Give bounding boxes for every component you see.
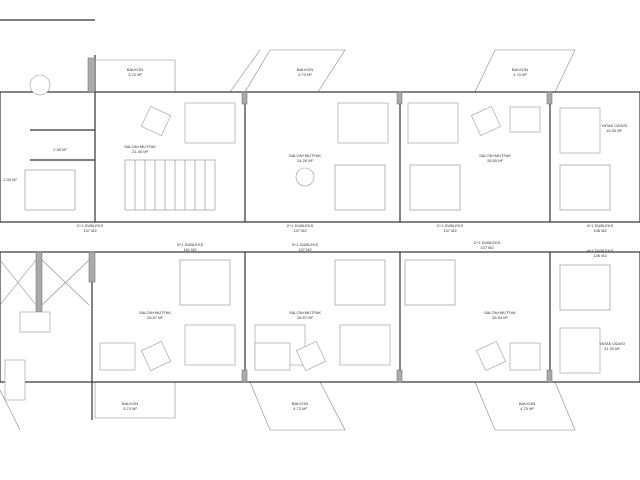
balcony-edge xyxy=(229,49,261,93)
dining-table xyxy=(99,342,136,371)
sofa xyxy=(337,102,389,144)
armchair xyxy=(140,340,172,372)
sofa xyxy=(407,102,459,144)
unit-area: 138 M2 xyxy=(593,228,607,233)
balcony-label: BALKON xyxy=(122,401,138,406)
unit-type: 3+1 DUBLEKS xyxy=(177,242,204,247)
bed xyxy=(559,107,601,154)
bottom-row-walls xyxy=(0,251,640,420)
room-name: SALON+MUTFAK xyxy=(139,310,171,315)
unit-area: 136 M2 xyxy=(593,253,607,258)
unit-area: 161 M2 xyxy=(183,247,197,252)
bed xyxy=(559,327,601,374)
unit-type: 2+1 DUBLEKS xyxy=(474,240,501,245)
room-area: 24.26 M² xyxy=(297,158,313,163)
room-name: SALON+MUTFAK xyxy=(484,310,516,315)
top-row-walls xyxy=(0,19,640,223)
room-area: 11.30 M² xyxy=(604,346,620,351)
unit-type: 2+1 DUBLEKS xyxy=(77,223,104,228)
balcony-label: BALKON xyxy=(292,401,308,406)
unit-area: 137 M2 xyxy=(480,245,494,250)
room-area: 26.57 M² xyxy=(147,315,163,320)
room-area: 26.57 M² xyxy=(297,315,313,320)
balcony-label: BALKON xyxy=(519,401,535,406)
sofa xyxy=(339,324,391,366)
room-name: SALON+MUTFAK xyxy=(289,310,321,315)
unit-type: 4+1 DUBLEKS xyxy=(587,248,614,253)
dining-table xyxy=(29,74,51,96)
balcony-label: BALKON xyxy=(127,67,143,72)
armchair xyxy=(295,340,327,372)
balcony-hatch xyxy=(244,49,346,93)
top-row-labels: BALKON 3.70 M² BALKON 4.73 M² BALKON 4.7… xyxy=(3,67,627,233)
unit-type: 2+1 DUBLEKS xyxy=(437,223,464,228)
room-name: YATAK ODASI xyxy=(601,123,627,128)
sofa xyxy=(184,324,236,366)
armchair xyxy=(140,105,172,137)
room-name: SALON+MUTFAK xyxy=(289,153,321,158)
bottom-row-labels: 3+1 DUBLEKS 161 M2 3+1 DUBLEKS 137 M2 2+… xyxy=(122,240,625,411)
dining-table xyxy=(295,167,315,187)
balcony-area: 4.70 M² xyxy=(520,406,534,411)
sofa xyxy=(4,359,26,401)
stairs xyxy=(24,159,611,311)
room-area: 2.30 M² xyxy=(3,177,17,182)
room-area: 28.55 M² xyxy=(487,158,503,163)
unit-area: 137 M2 xyxy=(298,247,312,252)
room-name: SALON+MUTFAK xyxy=(479,153,511,158)
room-name: YATAK ODASI xyxy=(599,341,625,346)
balcony-area: 4.73 M² xyxy=(293,406,307,411)
balcony-area: 4.70 M² xyxy=(513,72,527,77)
balconies-top xyxy=(94,49,576,93)
unit-type: 3+1 DUBLEKS xyxy=(292,242,319,247)
room-area: 2.30 M² xyxy=(53,147,67,152)
dining-table xyxy=(254,342,291,371)
unit-area: 137 M2 xyxy=(443,228,457,233)
room-name: SALON+MUTFAK xyxy=(124,144,156,149)
balcony-area: 4.73 M² xyxy=(298,72,312,77)
armchair xyxy=(475,340,507,372)
balcony-label: BALKON xyxy=(512,67,528,72)
balcony-area: 3.70 M² xyxy=(123,406,137,411)
balcony-label: BALKON xyxy=(297,67,313,72)
balcony-area: 3.70 M² xyxy=(128,72,142,77)
unit-area: 137 M2 xyxy=(293,228,307,233)
dining-table xyxy=(509,342,541,371)
unit-type: 4+1 DUBLEKS xyxy=(587,223,614,228)
balconies-bottom xyxy=(0,381,576,431)
room-area: 21.40 M² xyxy=(132,149,148,154)
armchair xyxy=(470,105,502,137)
sofa xyxy=(184,102,236,144)
unit-type: 2+1 DUBLEKS xyxy=(287,223,314,228)
balcony-hatch xyxy=(94,381,176,419)
room-area: 10.30 M² xyxy=(606,128,622,133)
unit-area: 137 M2 xyxy=(83,228,97,233)
room-area: 26.53 M² xyxy=(492,315,508,320)
furniture xyxy=(4,74,601,401)
dining-table xyxy=(19,311,51,333)
balcony-edge xyxy=(0,389,21,431)
dining-table xyxy=(509,106,541,133)
